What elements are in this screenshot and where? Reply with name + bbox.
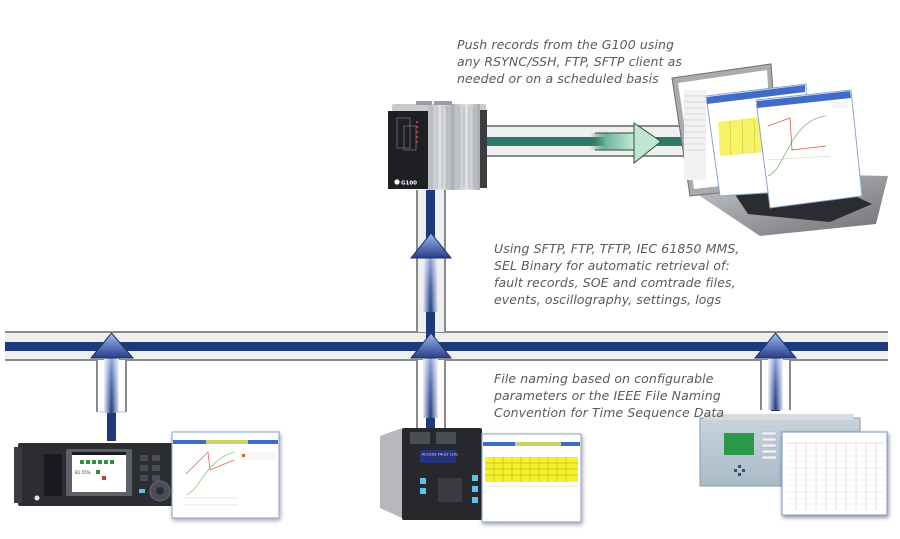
relay-center-lcd-text: ACCESS FAULT LOG [422,452,459,457]
caption-line: parameters or the IEEE File Naming [494,388,721,403]
laptop [671,63,888,236]
right-arrow-green [590,122,662,165]
caption-line: File naming based on configurable [494,371,714,386]
up-arrow-center-upper [409,232,453,312]
caption-line: SEL Binary for automatic retrieval of: [494,258,730,273]
caption-file-naming: File naming based on configurable parame… [494,370,724,421]
export-line [480,137,695,146]
relay-left-device: B1 55% [14,443,198,506]
relay-center-device: ACCESS FAULT LOG [380,428,482,520]
g100-label: G100 [401,181,417,187]
caption-line: Push records from the G100 using [457,37,675,52]
caption-push-records: Push records from the G100 using any RSY… [457,36,682,87]
relay-right-software-window [781,431,888,516]
relay-center-lcd [420,450,456,463]
relay-center-software-window [481,433,582,523]
caption-line: Convention for Time Sequence Data [494,405,725,420]
g100-gateway-device: G100 [388,101,487,190]
caption-line: any RSYNC/SSH, FTP, SFTP client as [457,54,683,69]
bus-line [5,342,888,351]
yellow-record-table [485,457,578,482]
caption-line: events, oscillography, settings, logs [494,292,722,307]
up-arrow-left [89,332,135,413]
relay-left-software-window [171,431,280,519]
caption-line: needed or on a scheduled basis [457,71,659,86]
caption-automatic-retrieval: Using SFTP, FTP, TFTP, IEC 61850 MMS, SE… [494,240,740,308]
relay-right-lcd [724,433,754,455]
relay-left-screen-text: B1 55% [75,470,91,475]
up-arrow-center-lower [409,332,453,418]
laptop-window-plot [755,89,863,209]
caption-line: Using SFTP, FTP, TFTP, IEC 61850 MMS, [494,241,740,256]
caption-line: fault records, SOE and comtrade files, [494,275,736,290]
up-arrow-right [753,332,798,410]
